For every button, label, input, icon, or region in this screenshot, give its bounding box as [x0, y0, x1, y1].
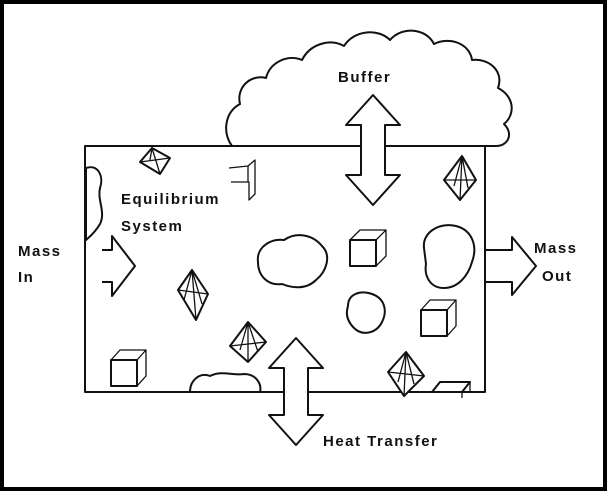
blob-left-edge [85, 166, 104, 241]
mass-out-label-line1: Mass [534, 240, 578, 257]
buffer-cloud [225, 29, 513, 147]
heat-transfer-label: Heat Transfer [323, 433, 438, 450]
octahedron-bottom-right [387, 351, 425, 397]
mass-in-arrow [102, 235, 136, 297]
mass-out-arrow [486, 236, 537, 296]
cube-right [420, 299, 457, 337]
equilibrium-label-line1: Equilibrium [121, 191, 220, 208]
octahedron-top-right [443, 155, 477, 201]
octahedron-top [139, 147, 171, 175]
cube-bottom-right [431, 381, 471, 398]
blob-right [422, 224, 476, 289]
blob-bottom [189, 372, 262, 393]
octahedron-left [177, 269, 209, 321]
blob-center [256, 234, 329, 289]
mass-out-label-line2: Out [542, 268, 572, 285]
cube-center [349, 229, 387, 267]
cube-top-left [228, 159, 256, 201]
octahedron-bottom-left [229, 321, 267, 363]
equilibrium-label-line2: System [121, 218, 183, 235]
cube-bottom-left [110, 349, 147, 387]
buffer-label: Buffer [338, 69, 391, 86]
heat-transfer-double-arrow [268, 337, 324, 446]
blob-small-center [345, 291, 386, 334]
mass-in-label-line1: Mass [18, 243, 62, 260]
mass-in-label-line2: In [18, 269, 34, 286]
buffer-double-arrow [345, 94, 401, 206]
